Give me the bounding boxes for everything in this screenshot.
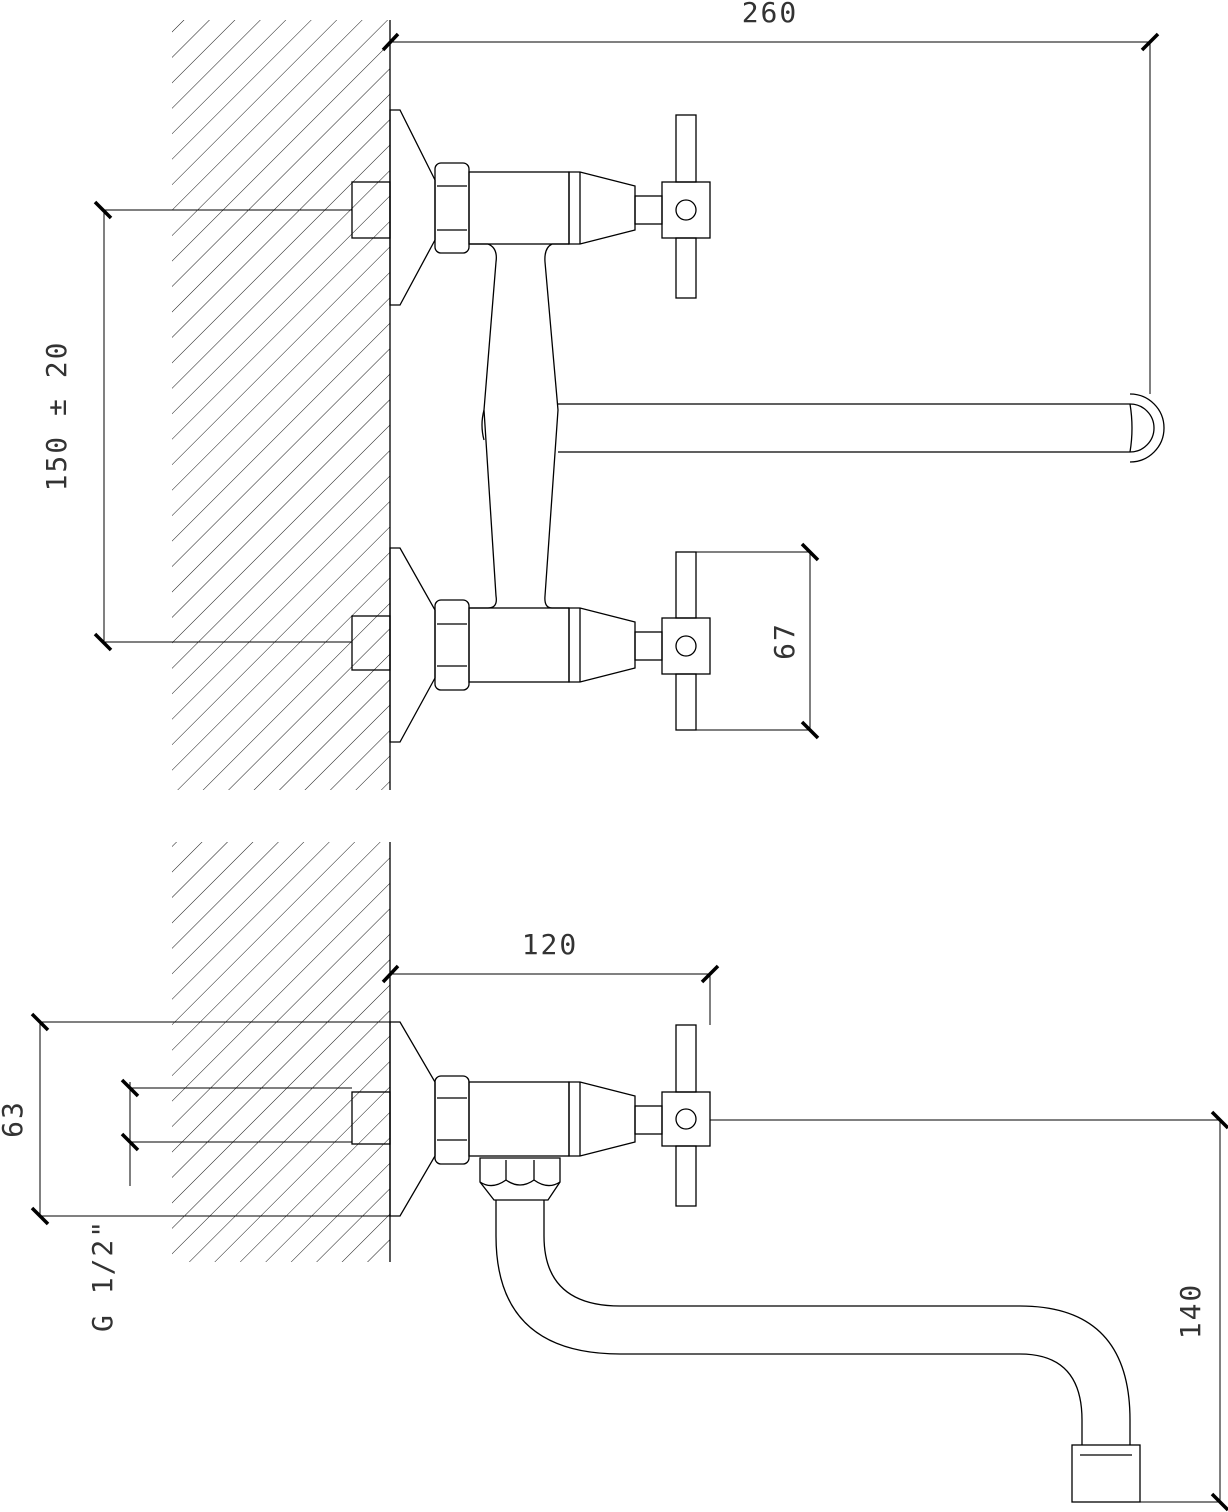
dim-handle-length: 67 bbox=[696, 542, 820, 740]
dim-label-150: 150 ± 20 bbox=[40, 341, 73, 492]
spout-nut bbox=[479, 1157, 561, 1201]
dim-projection: 120 bbox=[381, 928, 720, 1025]
dim-label-thread: G 1/2" bbox=[86, 1219, 119, 1332]
dim-label-63: 63 bbox=[0, 1100, 29, 1138]
side-view: 120 63 G 1/2" 140 bbox=[0, 842, 1228, 1512]
dim-wall-flange: 63 bbox=[0, 1012, 390, 1226]
dim-overall-length: 260 bbox=[381, 0, 1160, 394]
dim-label-140: 140 bbox=[1174, 1283, 1207, 1340]
spout-top-view bbox=[558, 393, 1165, 463]
inlet-lower bbox=[351, 547, 711, 743]
handle-arm-lower bbox=[675, 551, 697, 619]
wall-hatch-bottom bbox=[172, 842, 390, 1262]
handle-hub-lower bbox=[661, 617, 711, 675]
dim-inlet-spacing: 150 ± 20 bbox=[40, 200, 352, 652]
handle-arm-side bbox=[675, 1024, 697, 1093]
mixer-body-right bbox=[544, 243, 569, 609]
aerator bbox=[1071, 1444, 1141, 1503]
dim-label-67: 67 bbox=[768, 622, 801, 660]
handle-arm-upper bbox=[675, 114, 697, 183]
inlet-upper bbox=[351, 109, 711, 306]
spout-pipe bbox=[495, 1200, 1141, 1503]
dim-label-260: 260 bbox=[742, 0, 799, 29]
dim-thread: G 1/2" bbox=[86, 1078, 352, 1332]
wall-hatch-top bbox=[172, 20, 390, 790]
mixer-body-left bbox=[469, 243, 497, 609]
handle-hub-upper bbox=[661, 181, 711, 239]
handle-hub-side bbox=[661, 1091, 711, 1147]
top-view: 260 150 ± 20 67 bbox=[40, 0, 1165, 790]
wall-flange bbox=[389, 1021, 436, 1217]
dim-spout-drop: 140 bbox=[710, 1110, 1228, 1512]
dim-label-120: 120 bbox=[522, 928, 579, 961]
